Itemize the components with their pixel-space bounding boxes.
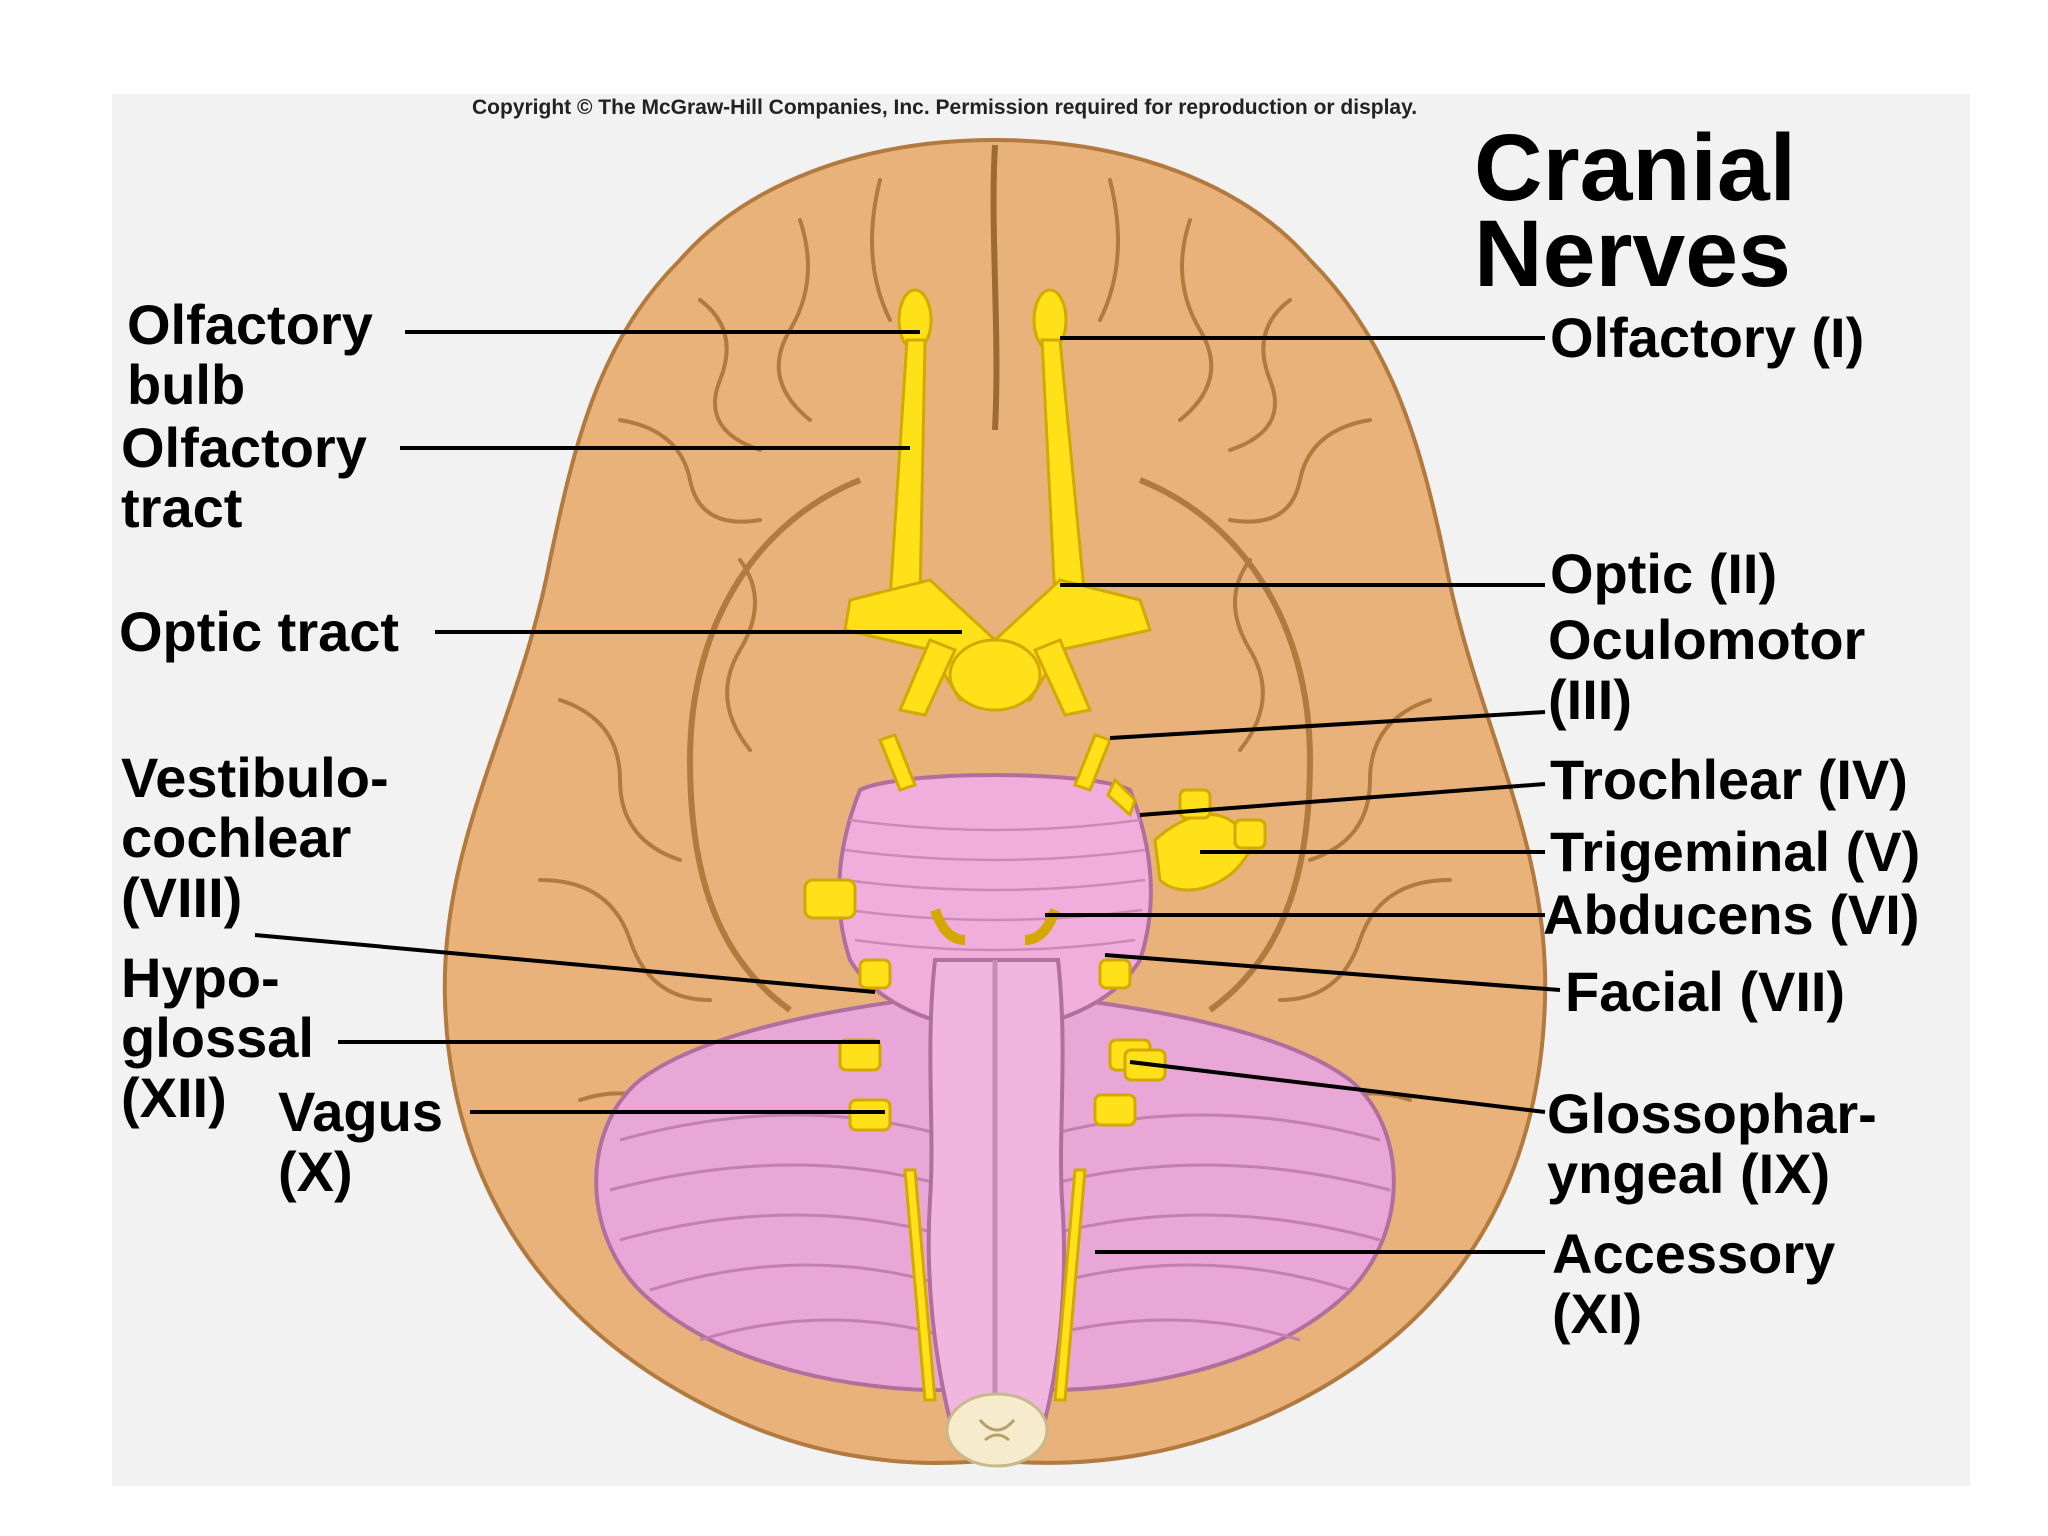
label-glossopharyngeal-ix: Glossophar- yngeal (IX) — [1547, 1084, 1877, 1204]
label-vestibulocochlear: Vestibulo- cochlear (VIII) — [121, 748, 389, 928]
medulla-spinal-cord — [929, 960, 1064, 1466]
diagram-title: Cranial Nerves — [1474, 125, 1796, 297]
label-oculomotor-iii: Oculomotor (III) — [1548, 610, 1865, 730]
label-optic-tract: Optic tract — [119, 602, 399, 662]
label-olfactory-tract: Olfactory tract — [121, 418, 367, 538]
label-olfactory-i: Olfactory (I) — [1550, 308, 1864, 368]
label-vagus: Vagus (X) — [278, 1082, 443, 1202]
label-abducens-vi: Abducens (VI) — [1543, 885, 1919, 945]
label-accessory-xi: Accessory (XI) — [1552, 1224, 1835, 1344]
label-optic-ii: Optic (II) — [1550, 544, 1777, 604]
label-facial-vii: Facial (VII) — [1565, 962, 1845, 1022]
label-trigeminal-v: Trigeminal (V) — [1550, 822, 1920, 882]
label-trochlear-iv: Trochlear (IV) — [1550, 750, 1908, 810]
label-olfactory-bulb: Olfactory bulb — [127, 295, 373, 415]
copyright-notice: Copyright © The McGraw-Hill Companies, I… — [472, 96, 1417, 120]
